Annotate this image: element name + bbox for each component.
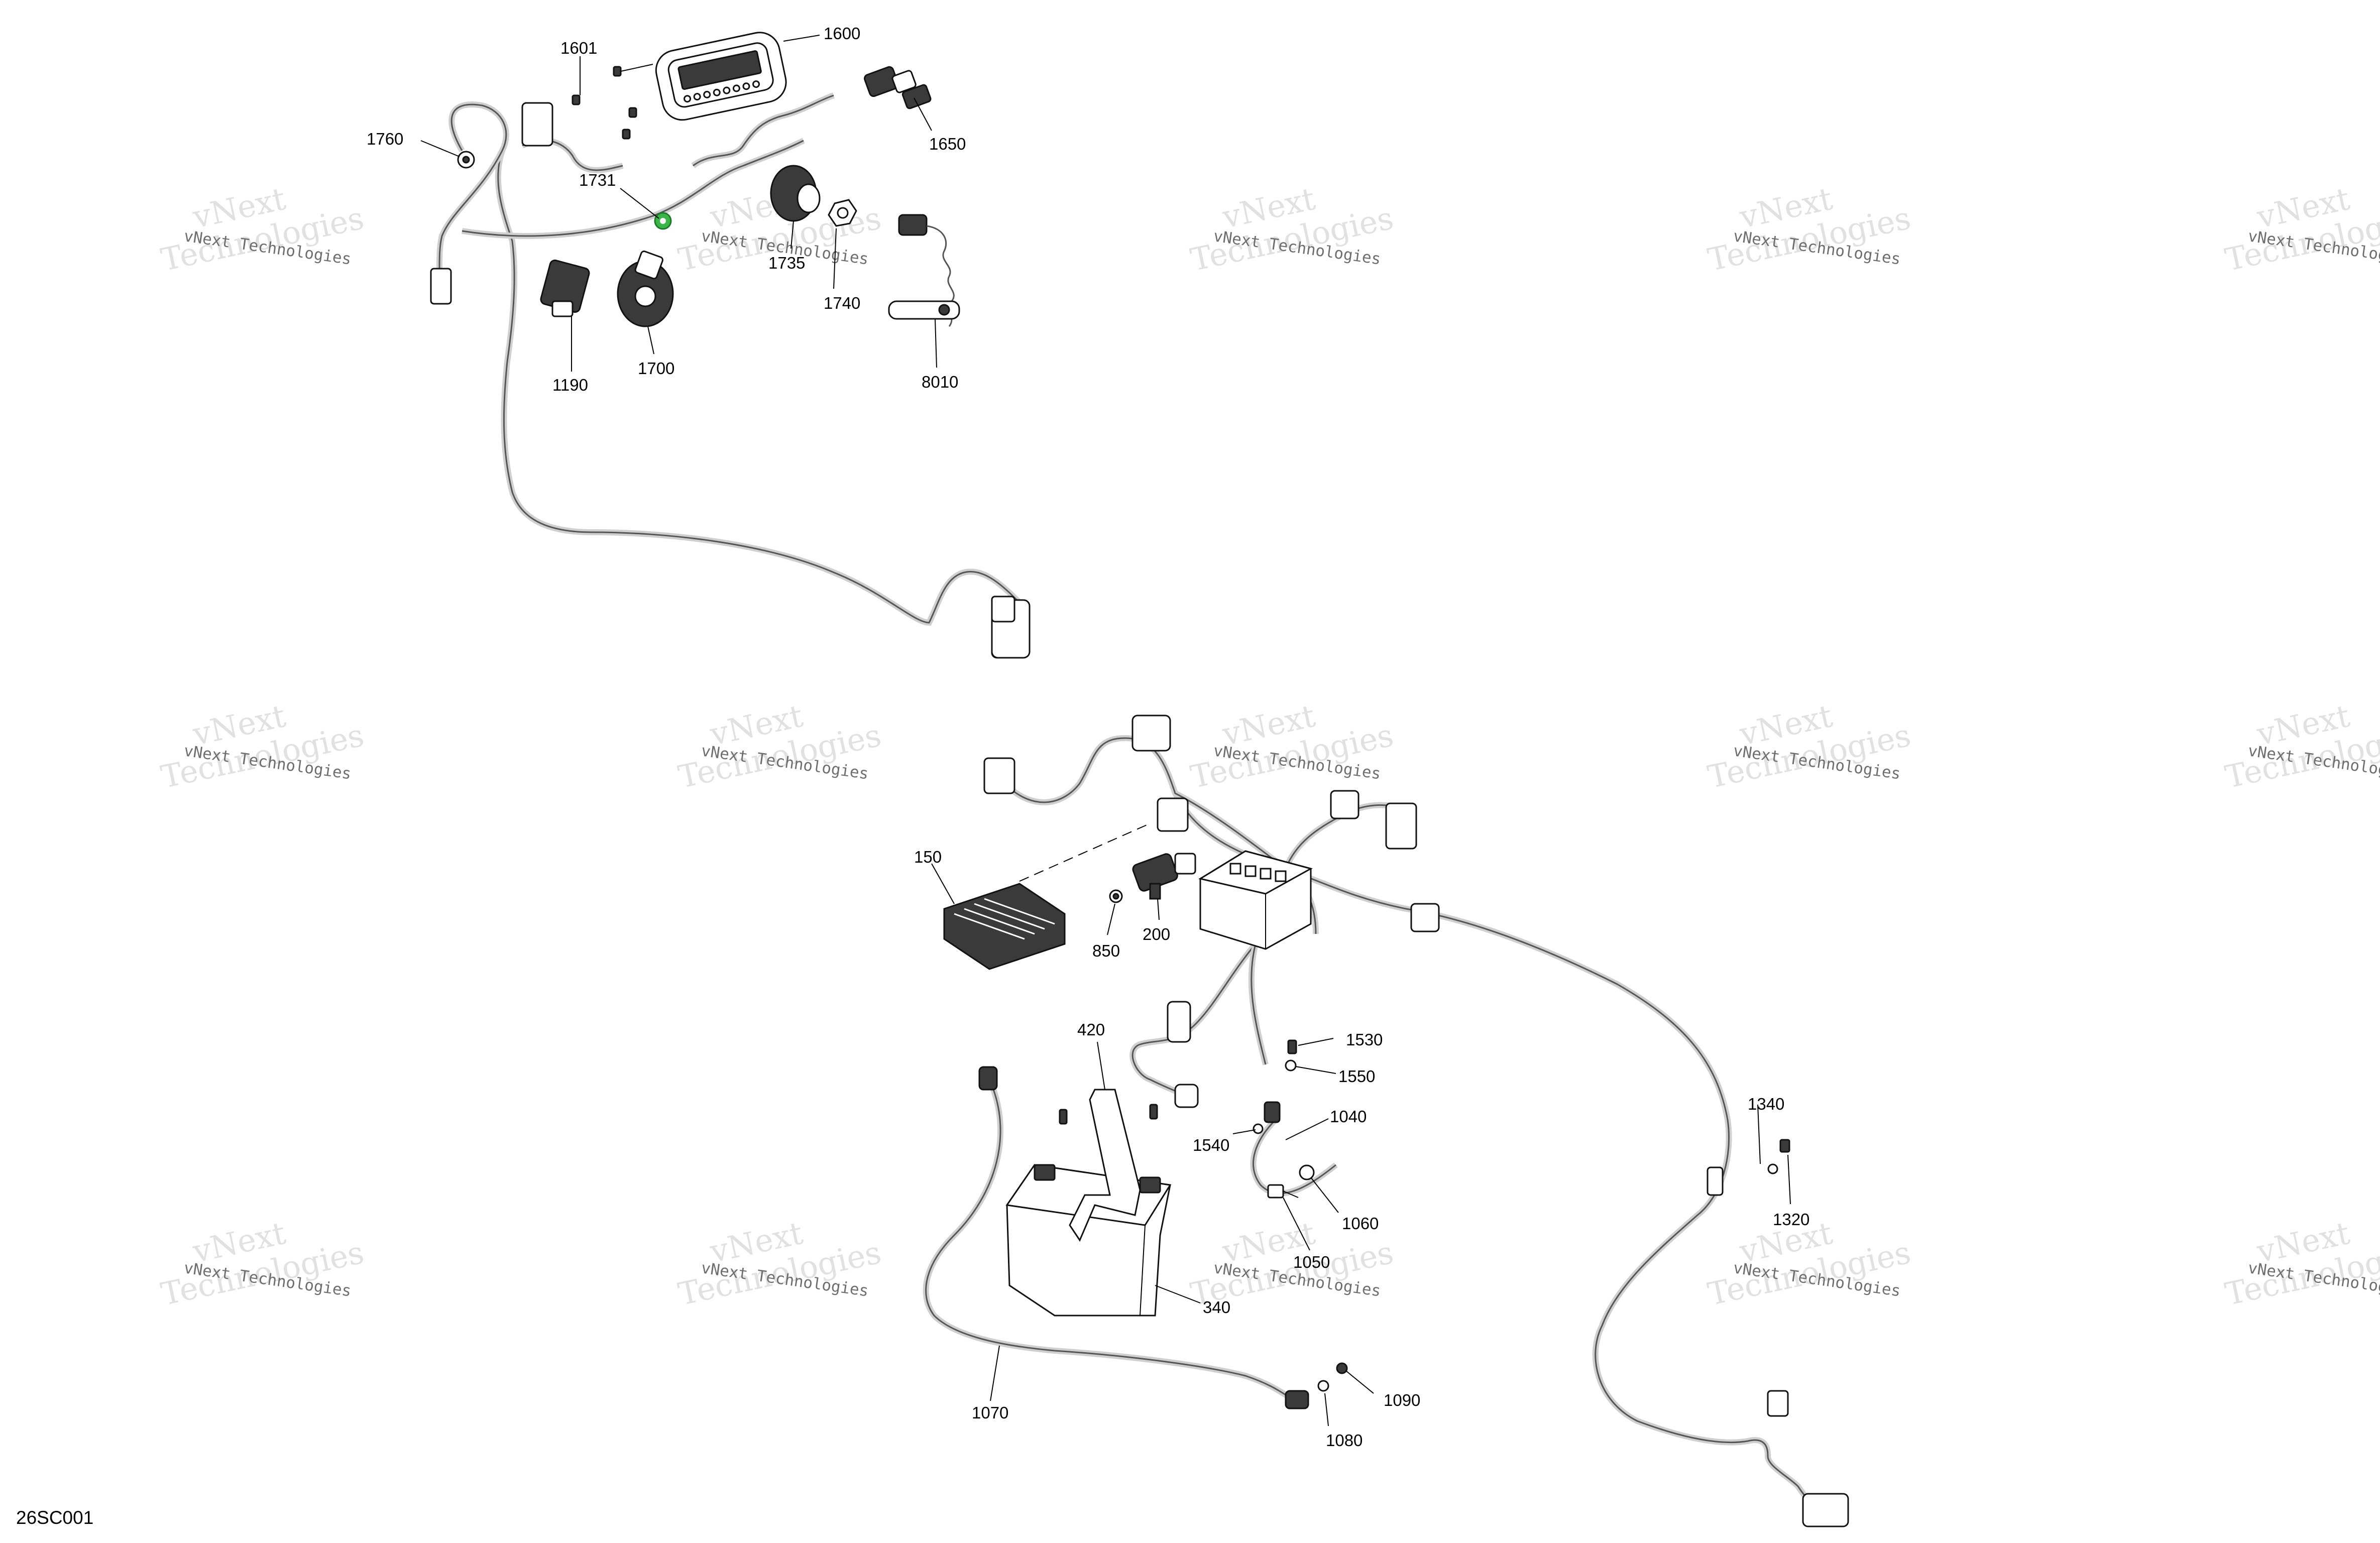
rotary-knob bbox=[770, 165, 821, 222]
label-850: 850 bbox=[1092, 941, 1120, 960]
bolt bbox=[1267, 1184, 1299, 1199]
label-1731: 1731 bbox=[579, 171, 616, 189]
screw bbox=[1779, 1139, 1790, 1153]
label-150: 150 bbox=[914, 848, 942, 866]
label-1550: 1550 bbox=[1338, 1067, 1375, 1086]
sensor-connector bbox=[864, 66, 932, 109]
leader-lines bbox=[420, 35, 1791, 1427]
battery bbox=[1005, 1164, 1172, 1317]
washer bbox=[1253, 1123, 1264, 1134]
harness-connector bbox=[1167, 1001, 1191, 1043]
nut bbox=[1299, 1164, 1315, 1180]
grommet bbox=[457, 151, 475, 169]
label-1050: 1050 bbox=[1293, 1253, 1330, 1271]
key-with-lanyard bbox=[888, 214, 960, 327]
harness-connector bbox=[991, 596, 1015, 623]
harness-connector bbox=[1767, 1390, 1789, 1417]
washer bbox=[1317, 1380, 1329, 1392]
harness-connector bbox=[1157, 797, 1189, 832]
lower-wiring-harness bbox=[983, 715, 1849, 1527]
voltage-regulator bbox=[943, 883, 1066, 970]
nut bbox=[1336, 1362, 1348, 1374]
bolt bbox=[1287, 1039, 1297, 1054]
washer bbox=[1767, 1163, 1778, 1174]
label-1090: 1090 bbox=[1384, 1391, 1420, 1409]
harness-connector bbox=[430, 268, 452, 305]
ground-cable bbox=[1250, 1101, 1338, 1197]
upper-wiring-harness bbox=[430, 92, 1031, 659]
label-1320: 1320 bbox=[1773, 1210, 1809, 1229]
watermark-layer: vNext Technologies vNext Technologies vN… bbox=[158, 180, 2380, 1313]
label-1060: 1060 bbox=[1342, 1214, 1379, 1233]
diagram-id: 26SC001 bbox=[16, 1507, 93, 1528]
nut bbox=[1109, 889, 1123, 903]
label-1740: 1740 bbox=[824, 294, 860, 312]
battery-strap bbox=[1059, 1089, 1158, 1242]
highlighted-clip bbox=[654, 212, 672, 230]
label-1070: 1070 bbox=[972, 1403, 1008, 1422]
washer bbox=[1285, 1059, 1297, 1072]
harness-connector bbox=[1385, 802, 1417, 850]
screw bbox=[622, 129, 631, 140]
label-1600: 1600 bbox=[824, 24, 860, 43]
harness-connector bbox=[1330, 790, 1359, 819]
instrument-cluster bbox=[655, 32, 787, 121]
label-340: 340 bbox=[1203, 1298, 1230, 1317]
label-1080: 1080 bbox=[1326, 1431, 1363, 1450]
battery-cable bbox=[923, 1066, 1309, 1409]
label-1650: 1650 bbox=[929, 135, 966, 153]
fuse-box bbox=[1198, 850, 1313, 950]
part-labels: 1601 1600 1650 1760 1731 1735 1740 8010 … bbox=[367, 24, 1809, 1450]
indicator-row bbox=[684, 80, 760, 103]
label-1760: 1760 bbox=[367, 130, 403, 148]
label-200: 200 bbox=[1143, 925, 1170, 943]
label-8010: 8010 bbox=[922, 373, 958, 391]
label-1735: 1735 bbox=[768, 254, 805, 272]
watermark: vNext Technologies bbox=[2222, 697, 2380, 795]
watermark: vNext Technologies bbox=[2222, 180, 2380, 278]
harness-connector bbox=[521, 102, 553, 147]
harness-connector bbox=[1802, 1493, 1849, 1527]
label-1700: 1700 bbox=[638, 359, 674, 378]
screw bbox=[628, 107, 637, 118]
harness-connector bbox=[1131, 715, 1171, 752]
label-1601: 1601 bbox=[560, 39, 597, 57]
starter-relay bbox=[1132, 853, 1196, 900]
screw bbox=[613, 64, 653, 77]
harness-connector bbox=[1410, 903, 1440, 932]
harness-connector bbox=[1174, 1084, 1199, 1108]
screw bbox=[572, 94, 581, 105]
switch-connector bbox=[540, 259, 590, 317]
label-420: 420 bbox=[1077, 1020, 1105, 1039]
label-1190: 1190 bbox=[552, 376, 588, 394]
watermark: vNext Technologies bbox=[2222, 1215, 2380, 1313]
ignition-switch bbox=[617, 250, 674, 327]
hex-nut bbox=[828, 199, 857, 227]
label-1530: 1530 bbox=[1346, 1030, 1383, 1049]
harness-connector bbox=[1707, 1166, 1724, 1196]
label-1040: 1040 bbox=[1330, 1107, 1367, 1126]
label-1540: 1540 bbox=[1193, 1136, 1229, 1154]
harness-connector bbox=[983, 757, 1015, 794]
label-1340: 1340 bbox=[1748, 1095, 1784, 1113]
